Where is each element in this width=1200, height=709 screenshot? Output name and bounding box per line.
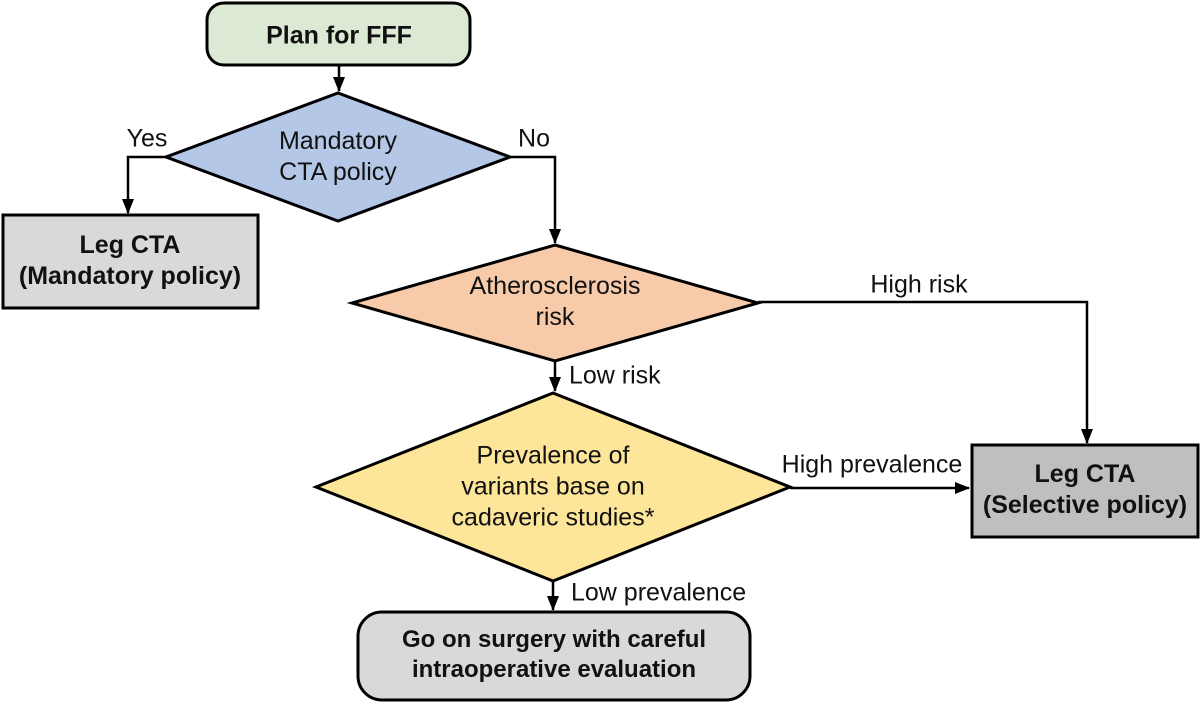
node-plan-shape xyxy=(205,1,472,67)
node-mandatory-cta-shape xyxy=(161,91,515,223)
edge-label-high-prevalence: High prevalence xyxy=(781,450,963,479)
node-surgery-label: Go on surgery with careful intraoperativ… xyxy=(401,626,707,683)
edge-high-risk-to-leg-cta-selective xyxy=(758,300,1093,444)
node-variant-prevalence-label: Prevalence of variants base on cadaveric… xyxy=(451,441,655,532)
node-atherosclerosis-risk-shape xyxy=(346,243,764,363)
node-variant-prevalence-shape xyxy=(311,391,795,583)
edge-yes-to-leg-cta-mandatory xyxy=(122,155,166,214)
edge-label-yes: Yes xyxy=(126,124,168,153)
edge-label-low-risk: Low risk xyxy=(569,361,661,390)
node-leg-cta-selective-label: Leg CTA (Selective policy) xyxy=(982,460,1188,519)
node-leg-cta-mandatory-shape xyxy=(1,213,260,310)
edge-label-no: No xyxy=(518,124,550,153)
node-mandatory-cta-label: Mandatory CTA policy xyxy=(278,127,398,186)
node-leg-cta-selective-shape xyxy=(970,443,1200,539)
node-leg-cta-mandatory-label: Leg CTA (Mandatory policy) xyxy=(18,231,242,290)
node-surgery-shape xyxy=(356,610,752,702)
node-atherosclerosis-risk-label: Atherosclerosis risk xyxy=(469,272,641,331)
edge-no-to-atherosclerosis xyxy=(510,155,561,244)
edge-label-low-prevalence: Low prevalence xyxy=(571,578,747,607)
node-plan-label: Plan for FFF xyxy=(266,21,412,50)
edge-label-high-risk: High risk xyxy=(870,270,968,299)
